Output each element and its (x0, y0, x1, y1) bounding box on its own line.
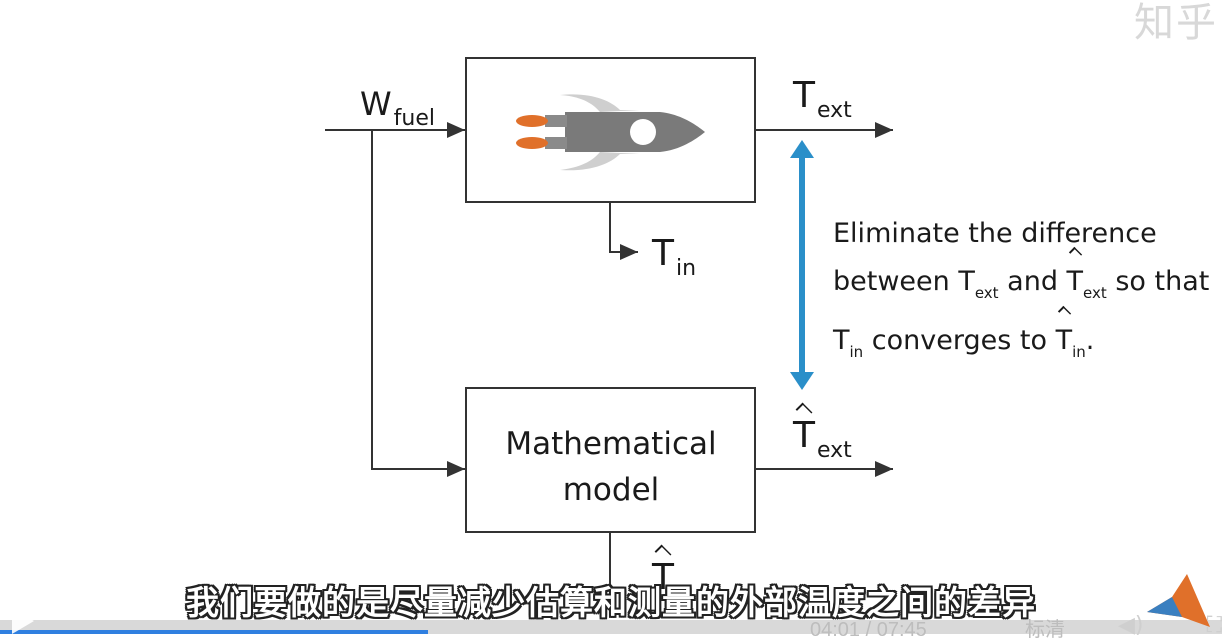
fullscreen-icon[interactable]: ⛶ (1206, 613, 1222, 638)
video-progress-bar[interactable] (0, 630, 428, 634)
text-label: Text (793, 75, 852, 123)
text-hat-label: Text (793, 415, 852, 463)
zhihu-watermark: 知乎 (1134, 0, 1218, 46)
quality-button[interactable]: 标清 (1025, 617, 1065, 641)
rocket-tin-arrow (609, 202, 638, 260)
branch-line (371, 130, 465, 477)
video-subtitle: 我们要做的是尽量减少估算和测量的外部温度之间的差异 (186, 583, 1036, 622)
description-text: Eliminate the difference between Text an… (833, 210, 1213, 376)
volume-icon[interactable]: ◀) (1118, 613, 1144, 638)
model-label: Mathematical model (505, 426, 717, 508)
video-time: 04:01 / 07:45 (810, 619, 927, 641)
matlab-logo-icon (1147, 574, 1210, 627)
tin-hat-label: T (652, 557, 674, 598)
difference-double-arrow (790, 140, 814, 390)
rocket-icon (516, 94, 705, 171)
wfuel-label: Wfuel (360, 85, 435, 131)
tin-label: Tin (652, 233, 697, 281)
play-icon[interactable] (12, 608, 34, 634)
